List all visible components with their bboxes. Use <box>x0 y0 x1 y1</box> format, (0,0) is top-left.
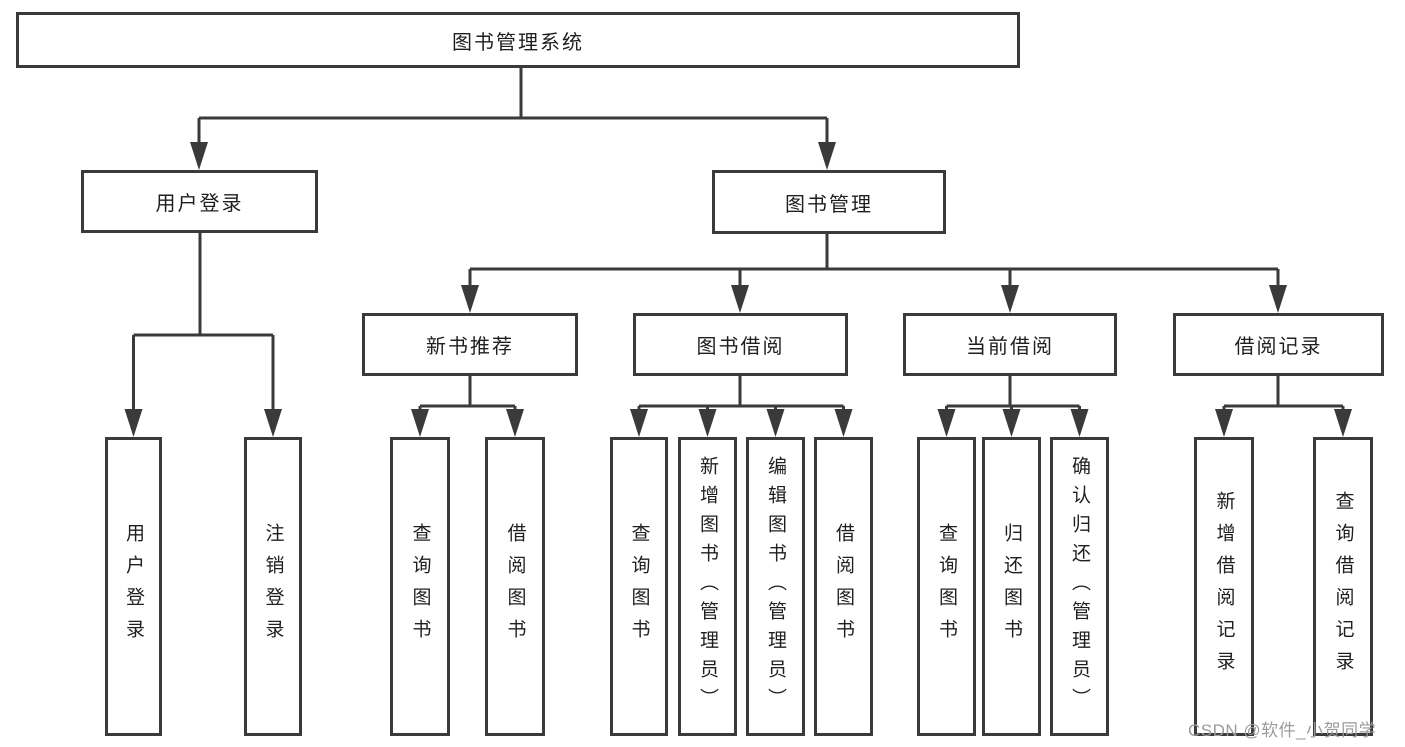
node-root-library-system: 图书管理系统 <box>16 12 1020 68</box>
leaf-label: 编辑图书（管理员） <box>765 456 786 717</box>
leaf-label: 查询图书 <box>628 522 650 651</box>
node-label: 新书推荐 <box>426 336 514 358</box>
node-label: 图书管理系统 <box>452 31 584 54</box>
arrow-down-icon <box>1334 409 1352 437</box>
leaf-label: 借阅图书 <box>504 522 526 651</box>
arrow-down-icon <box>264 409 282 437</box>
node-label: 借阅记录 <box>1234 336 1323 358</box>
node-label: 图书借阅 <box>696 336 785 358</box>
edge-borrow-records-split <box>1222 376 1345 411</box>
edge-book-borrow-split <box>637 376 845 411</box>
csdn-watermark: CSDN @软件_小贺同学 <box>1188 721 1377 740</box>
edge-root-split <box>197 68 829 144</box>
leaf-query-borrow-record: 查询借阅记录 <box>1313 437 1373 736</box>
leaf-user-login: 用户登录 <box>105 437 162 736</box>
node-book-borrowing: 图书借阅 <box>633 313 848 376</box>
arrow-down-icon <box>698 409 717 437</box>
edge-new-books-split <box>418 376 517 411</box>
leaf-logout: 注销登录 <box>244 437 302 736</box>
leaf-label: 查询图书 <box>409 522 431 651</box>
node-borrow-records: 借阅记录 <box>1173 313 1384 376</box>
leaf-borrow-books: 借阅图书 <box>814 437 873 736</box>
arrow-down-icon <box>630 409 648 437</box>
arrow-down-icon <box>190 142 208 170</box>
arrow-down-icon <box>1269 285 1287 313</box>
node-book-management: 图书管理 <box>712 170 946 234</box>
arrow-down-icon <box>834 409 853 437</box>
arrow-down-icon <box>506 409 524 437</box>
node-label: 当前借阅 <box>966 336 1054 358</box>
connector-edges <box>132 68 1345 411</box>
arrow-down-icon <box>818 142 836 170</box>
leaf-confirm-return-admin: 确认归还（管理员） <box>1050 437 1109 736</box>
node-new-book-recommend: 新书推荐 <box>362 313 578 376</box>
leaf-return-books: 归还图书 <box>982 437 1041 736</box>
leaf-add-books-admin: 新增图书（管理员） <box>678 437 737 736</box>
leaf-label: 新增借阅记录 <box>1213 490 1235 683</box>
leaf-query-books-recommend: 查询图书 <box>390 437 450 736</box>
leaf-edit-books-admin: 编辑图书（管理员） <box>746 437 805 736</box>
arrow-down-icon <box>124 409 143 437</box>
node-label: 图书管理 <box>785 193 873 216</box>
arrow-down-icon <box>1001 285 1019 313</box>
arrow-down-icon <box>731 285 749 313</box>
arrow-down-icon <box>461 285 479 313</box>
arrow-down-icon <box>411 409 429 437</box>
leaf-label: 用户登录 <box>123 522 144 651</box>
leaf-label: 查询图书 <box>936 522 957 651</box>
leaf-label: 新增图书（管理员） <box>697 456 718 717</box>
arrow-down-icon <box>1070 409 1089 437</box>
leaf-label: 借阅图书 <box>833 522 854 651</box>
leaf-borrow-books-recommend: 借阅图书 <box>485 437 545 736</box>
leaf-label: 确认归还（管理员） <box>1069 456 1090 717</box>
arrow-down-icon <box>1215 409 1233 437</box>
node-user-login: 用户登录 <box>81 170 318 233</box>
leaf-label: 注销登录 <box>262 522 284 651</box>
arrowhead-icons <box>124 142 1352 437</box>
leaf-label: 查询借阅记录 <box>1332 490 1354 683</box>
edge-current-borrow-split <box>945 376 1081 411</box>
edge-user-login-split <box>132 233 275 411</box>
node-label: 用户登录 <box>155 193 244 215</box>
arrow-down-icon <box>937 409 956 437</box>
leaf-add-borrow-record: 新增借阅记录 <box>1194 437 1254 736</box>
leaf-query-books-current: 查询图书 <box>917 437 976 736</box>
arrow-down-icon <box>1002 409 1021 437</box>
arrow-down-icon <box>766 409 785 437</box>
leaf-query-books-borrowing: 查询图书 <box>610 437 668 736</box>
node-current-borrowing: 当前借阅 <box>903 313 1117 376</box>
leaf-label: 归还图书 <box>1001 522 1022 651</box>
edge-book-mgmt-split <box>468 234 1280 287</box>
